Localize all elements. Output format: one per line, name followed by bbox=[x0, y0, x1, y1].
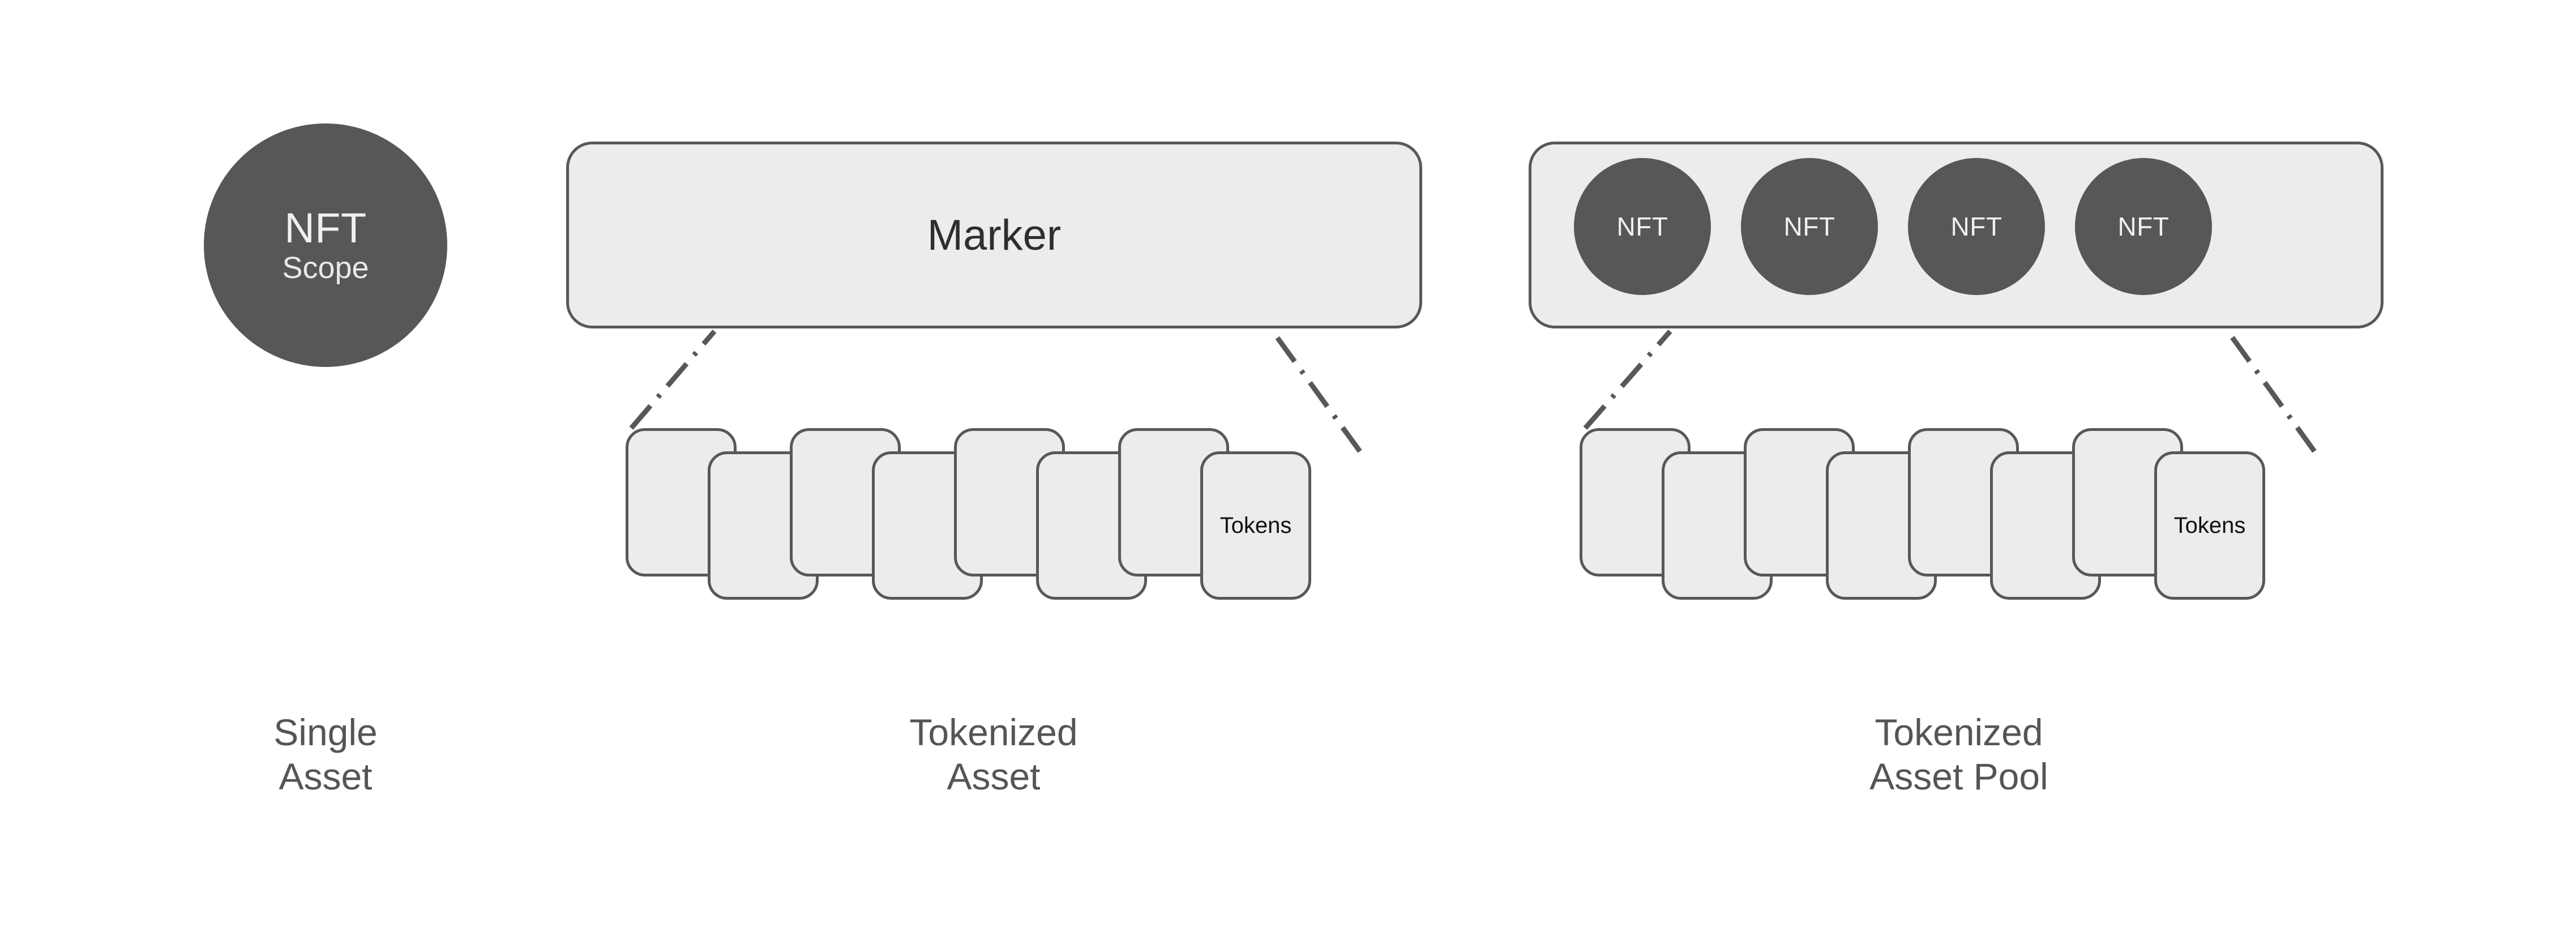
caption-single-asset: Single Asset bbox=[273, 711, 378, 797]
marker-label: Marker bbox=[927, 211, 1062, 259]
pool-nft-label: NFT bbox=[1950, 212, 2002, 241]
token-card: Tokens bbox=[2154, 451, 2265, 600]
nft-scope-subtitle: Scope bbox=[282, 251, 369, 285]
marker-token-stack: Tokens bbox=[626, 425, 1362, 606]
connector-pool-left bbox=[1583, 330, 1672, 430]
token-card: Tokens bbox=[1200, 451, 1311, 600]
marker-container: Marker bbox=[566, 142, 1422, 328]
pool-nft-label: NFT bbox=[1783, 212, 1835, 241]
pool-nft-circle: NFT bbox=[1908, 158, 2045, 295]
pool-nft-circle: NFT bbox=[1574, 158, 1711, 295]
caption-tokenized-asset: Tokenized Asset bbox=[909, 711, 1078, 797]
connector-marker-left bbox=[629, 330, 717, 430]
nft-scope-circle: NFT Scope bbox=[204, 123, 447, 367]
caption-tokenized-asset-pool: Tokenized Asset Pool bbox=[1869, 711, 2048, 797]
pool-nft-circle: NFT bbox=[2075, 158, 2212, 295]
pool-nft-row: NFT NFT NFT NFT bbox=[1531, 144, 2381, 326]
pool-token-stack: Tokens bbox=[1580, 425, 2316, 606]
pool-nft-circle: NFT bbox=[1741, 158, 1878, 295]
token-card-label: Tokens bbox=[1219, 513, 1292, 538]
token-card-label: Tokens bbox=[2173, 513, 2246, 538]
pool-nft-label: NFT bbox=[1616, 212, 1668, 241]
pool-nft-label: NFT bbox=[2117, 212, 2170, 241]
pool-container: NFT NFT NFT NFT bbox=[1529, 142, 2384, 328]
nft-scope-title: NFT bbox=[284, 204, 367, 251]
